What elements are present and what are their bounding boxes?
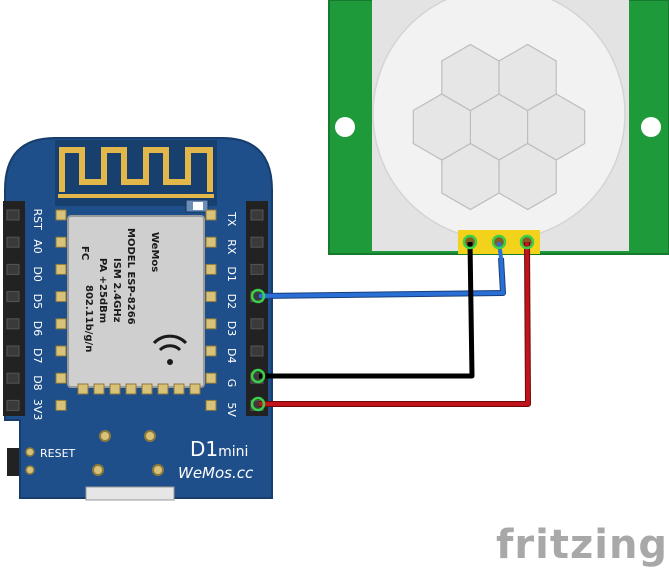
pin-a0: [6, 236, 20, 248]
pad: [205, 209, 217, 221]
pin-label-d1: D1: [225, 266, 238, 281]
wires: [250, 234, 535, 412]
fc-logo: FC: [79, 246, 90, 260]
module-pad: [189, 383, 201, 395]
pin-rst: [6, 209, 20, 221]
module-pad: [93, 383, 105, 395]
module-line-4: 802.11b/g/n: [83, 285, 94, 352]
pin-label-5v: 5V: [225, 402, 238, 417]
module-line-2: ISM 2.4GHz: [111, 258, 122, 323]
pir-mount-hole-right: [641, 117, 661, 137]
pin-label-d7: D7: [31, 348, 44, 363]
pin-label-d4: D4: [225, 348, 238, 363]
pin-d8: [6, 372, 20, 384]
pad: [55, 209, 67, 221]
fritzing-watermark: fritzing: [496, 522, 668, 568]
module-pad: [141, 383, 153, 395]
right-header: [246, 201, 268, 416]
pin-d7: [6, 345, 20, 357]
pin-3v3: [6, 399, 20, 411]
pin-d5: [6, 291, 20, 303]
power-wire: [259, 241, 531, 407]
pir-fresnel-lens: [412, 43, 586, 211]
brand-label: WeMos.cc: [178, 464, 254, 482]
pin-label-d0: D0: [31, 266, 44, 281]
pir-mount-hole-left: [335, 117, 355, 137]
pin-label-g: G: [225, 379, 238, 388]
board-pads: [25, 430, 164, 476]
pin-rx: [250, 236, 264, 248]
usb-port: [85, 486, 175, 501]
pin-tx: [250, 209, 264, 221]
module-pad: [173, 383, 185, 395]
antenna-trace: [55, 140, 217, 206]
esp8266-module: FC MODEL ESP-8266 ISM 2.4GHz PA +25dBm 8…: [67, 215, 205, 395]
pad: [55, 291, 67, 303]
left-header: [3, 201, 25, 416]
pin-label-d8: D8: [31, 375, 44, 390]
module-line-1: MODEL ESP-8266: [125, 228, 136, 325]
pad: [205, 399, 217, 411]
d1-mini-board: FC MODEL ESP-8266 ISM 2.4GHz PA +25dBm 8…: [3, 137, 273, 501]
model-label: D1mini: [190, 437, 248, 461]
pad: [55, 263, 67, 275]
g-connection: [250, 368, 266, 384]
pad: [205, 236, 217, 248]
pad: [205, 345, 217, 357]
pin-d1: [250, 263, 264, 275]
pin-label-rst: RST: [31, 209, 44, 231]
wifi-icon: [152, 334, 188, 365]
pin-d6: [6, 318, 20, 330]
module-line-3: PA +25dBm: [97, 258, 108, 323]
module-pad: [125, 383, 137, 395]
pad: [205, 263, 217, 275]
5v-connection: [250, 396, 266, 412]
pin-label-d3: D3: [225, 321, 238, 336]
pin-label-tx: TX: [225, 211, 238, 227]
pin-label-3v3: 3V3: [31, 399, 44, 421]
pin-label-rx: RX: [225, 239, 238, 255]
pad: [55, 399, 67, 411]
pin-label-d2: D2: [225, 294, 238, 309]
pin-label-a0: A0: [31, 239, 44, 254]
pir-sensor: [328, 0, 669, 255]
pad: [205, 318, 217, 330]
reset-button: [7, 448, 19, 476]
right-header-pins: [205, 209, 264, 411]
reset-label: RESET: [40, 447, 76, 460]
left-header-pins: [6, 209, 67, 411]
d2-connection: [250, 288, 266, 304]
ground-wire: [259, 241, 475, 379]
pad: [55, 345, 67, 357]
pad: [55, 372, 67, 384]
signal-wire: [258, 241, 506, 299]
pad: [205, 372, 217, 384]
module-pad: [109, 383, 121, 395]
pad: [55, 236, 67, 248]
module-pad: [157, 383, 169, 395]
pin-d0: [6, 263, 20, 275]
module-pad: [77, 383, 89, 395]
pin-d4: [250, 345, 264, 357]
fresnel-hex: [498, 43, 557, 112]
pin-d3: [250, 318, 264, 330]
pad: [205, 291, 217, 303]
pin-label-d6: D6: [31, 321, 44, 336]
module-wemos-logo: WeMos: [149, 232, 160, 272]
pin-label-d5: D5: [31, 294, 44, 309]
pad: [55, 318, 67, 330]
